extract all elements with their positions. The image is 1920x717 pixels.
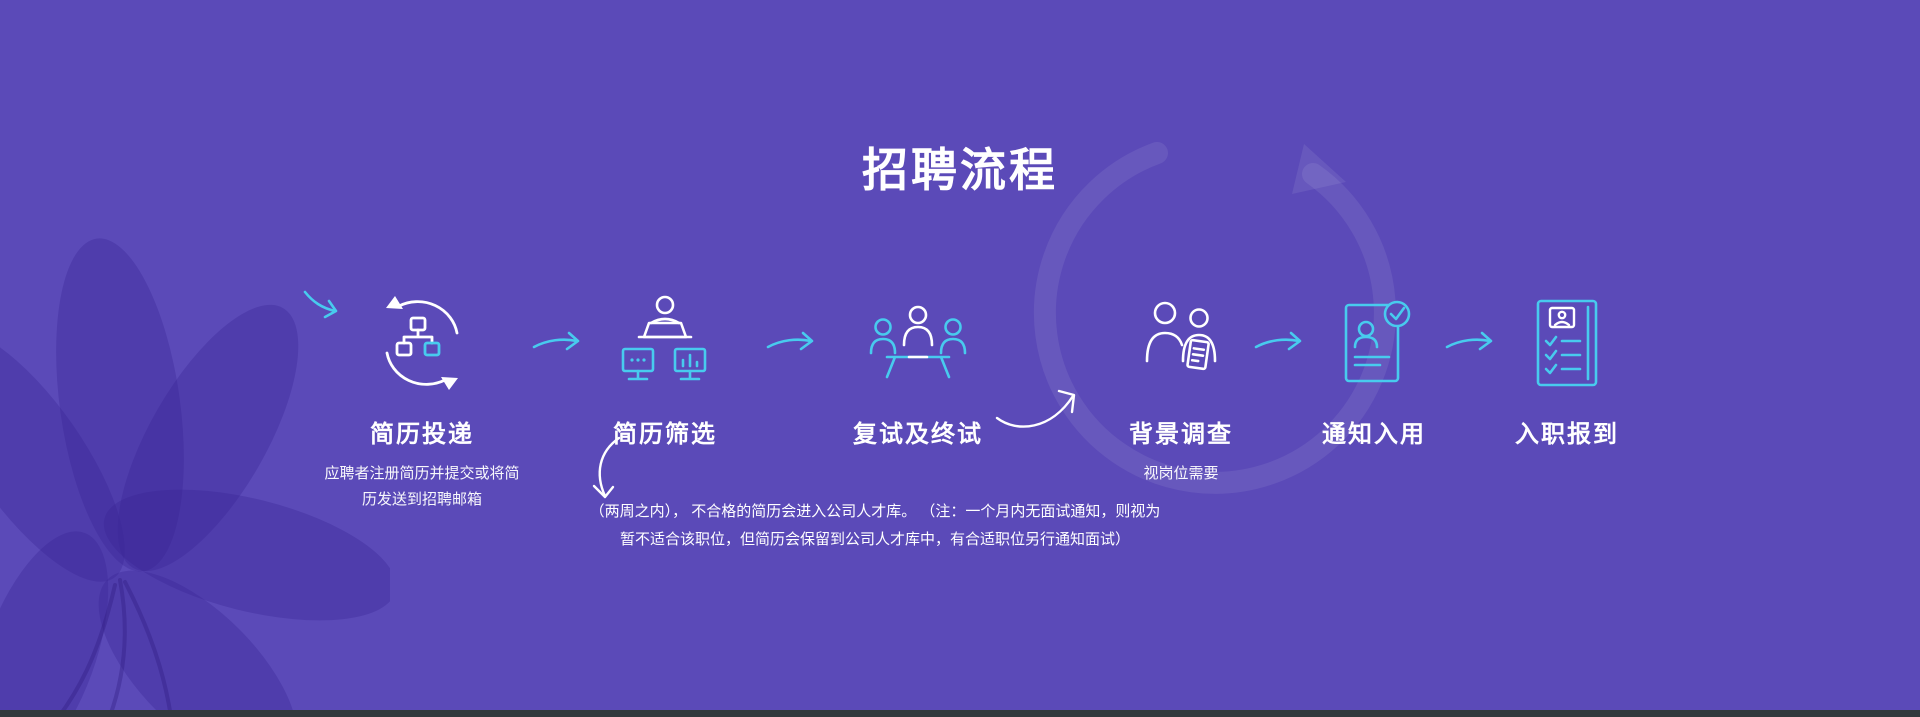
interview-icon bbox=[788, 286, 1048, 400]
step-resume-screening: 简历筛选 bbox=[535, 286, 795, 461]
resume-submit-icon bbox=[292, 286, 552, 400]
step-sublabel: 应聘者注册简历并提交或将简历发送到招聘邮箱 bbox=[324, 465, 520, 509]
step-label: 简历投递 bbox=[370, 421, 474, 448]
note-line-1: （两周之内）， 不合格的简历会进入公司人才库。 （注：一个月内无面试通知，则视为 bbox=[589, 503, 1161, 520]
page-title: 招聘流程 bbox=[862, 144, 1058, 196]
resume-screening-icon bbox=[535, 286, 795, 400]
step-label: 简历筛选 bbox=[613, 421, 717, 448]
screening-note: （两周之内）， 不合格的简历会进入公司人才库。 （注：一个月内无面试通知，则视为… bbox=[435, 498, 1315, 554]
flow-start-arrow-icon bbox=[303, 290, 338, 319]
bottom-bar bbox=[0, 710, 1920, 717]
onboarding-icon bbox=[1437, 286, 1697, 400]
step-resume-submit: 简历投递 应聘者注册简历并提交或将简历发送到招聘邮箱 bbox=[292, 286, 552, 514]
step-label: 背景调查 bbox=[1129, 421, 1233, 448]
step-background-check: 背景调查 视岗位需要 bbox=[1051, 286, 1311, 487]
step-offer-notification: 通知入用 bbox=[1244, 286, 1504, 461]
step-final-interview: 复试及终试 bbox=[788, 286, 1048, 461]
step-label: 复试及终试 bbox=[853, 421, 983, 448]
note-line-2: 暂不适合该职位，但简历会保留到公司人才库中，有合适职位另行通知面试） bbox=[619, 530, 1130, 548]
step-label: 入职报到 bbox=[1515, 421, 1619, 448]
flow-arrow-icon bbox=[532, 331, 580, 351]
step-onboarding: 入职报到 bbox=[1437, 286, 1697, 461]
step-sublabel: 视岗位需要 bbox=[1143, 465, 1219, 482]
flow-arrow-icon bbox=[1445, 331, 1493, 351]
flow-arrow-icon bbox=[1254, 331, 1302, 351]
flow-arrow-icon bbox=[766, 331, 814, 351]
flow-curved-arrow-icon bbox=[995, 389, 1076, 428]
step-label: 通知入用 bbox=[1322, 421, 1426, 448]
offer-notification-icon bbox=[1244, 286, 1504, 400]
background-check-icon bbox=[1051, 286, 1311, 400]
note-pointer-arrow-icon bbox=[592, 436, 621, 499]
